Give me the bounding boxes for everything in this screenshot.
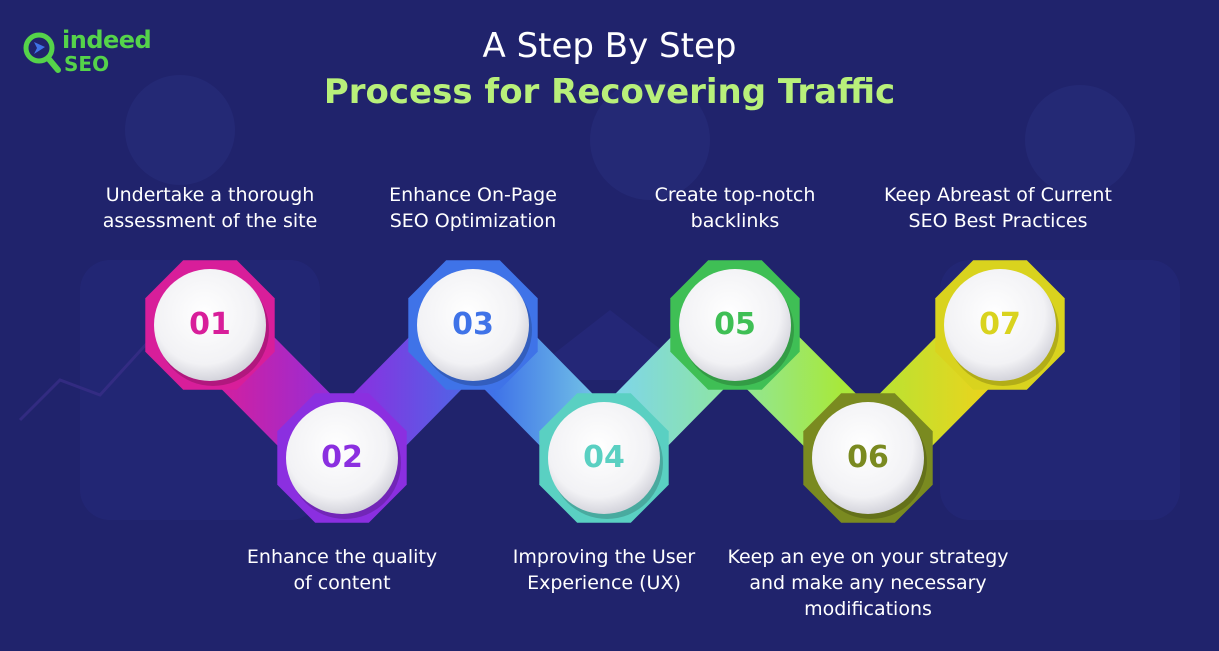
step-label-line: Improving the User (512, 546, 696, 568)
step-03-disc (417, 269, 529, 381)
step-label-line: Keep Abreast of Current (884, 184, 1112, 206)
step-label: Keep an eye on your strategy and make any… (708, 544, 1028, 622)
step-label-line: SEO Optimization (389, 210, 557, 232)
page-subtitle: Process for Recovering Traffic (323, 72, 896, 112)
step-label: Create top-notch backlinks (575, 182, 895, 234)
step-04-disc (548, 402, 660, 514)
step-label-line: Experience (UX) (527, 572, 681, 594)
step-05-disc (679, 269, 791, 381)
step-label-line: SEO Best Practices (908, 210, 1088, 232)
step-07-disc (944, 269, 1056, 381)
step-number: 03 (452, 307, 494, 342)
magnifier-logo-icon (23, 32, 61, 73)
step-06-disc (812, 402, 924, 514)
step-label-line: Enhance On-Page (389, 184, 557, 206)
step-label-line: Enhance the quality (246, 546, 438, 568)
step-label-line: of content (293, 572, 391, 594)
step-label-line: and make any necessary (749, 572, 987, 594)
step-label-line: Keep an eye on your strategy (727, 546, 1009, 568)
brand-logo[interactable]: indeed SEO (22, 26, 172, 78)
step-label-line: Undertake a thorough (105, 184, 315, 206)
page-title: A Step By Step (482, 26, 737, 66)
step-label-line: assessment of the site (102, 210, 318, 232)
step-01-disc (154, 269, 266, 381)
step-label-line: modifications (804, 598, 932, 620)
step-label: Undertake a thorough assessment of the si… (50, 182, 370, 234)
step-number: 07 (979, 307, 1021, 342)
step-number: 02 (321, 440, 363, 475)
step-number: 05 (714, 307, 756, 342)
step-label-line: Create top-notch (654, 184, 816, 206)
brand-name: indeed (62, 26, 152, 54)
step-number: 04 (583, 440, 625, 475)
step-number: 06 (847, 440, 889, 475)
step-02-disc (286, 402, 398, 514)
step-number: 01 (189, 307, 231, 342)
brand-suffix: SEO (64, 52, 110, 76)
step-label: Enhance the quality of content (182, 544, 502, 596)
step-label-line: backlinks (690, 210, 780, 232)
